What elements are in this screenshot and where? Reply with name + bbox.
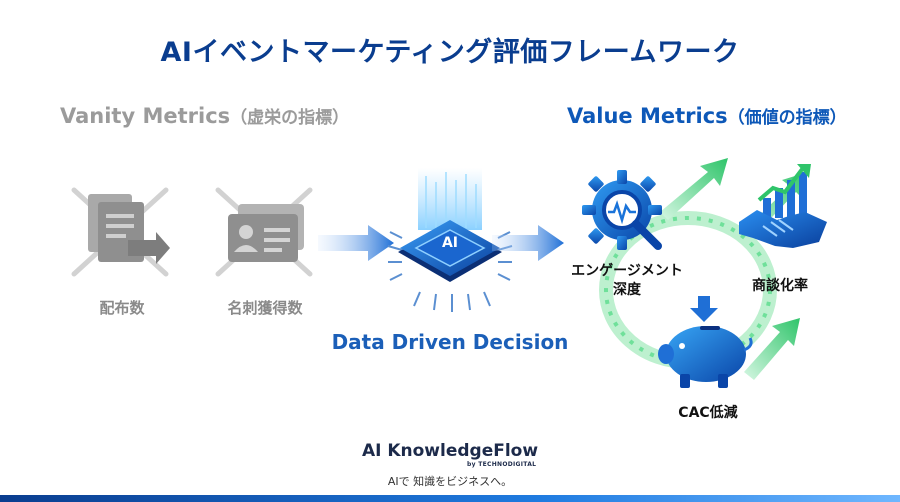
gear-magnifier-icon	[580, 168, 670, 258]
bottom-accent-bar	[0, 495, 900, 502]
brand-by: by TECHNODIGITAL	[467, 461, 537, 468]
ai-chip-icon	[380, 168, 520, 318]
flow-arrow-icon	[318, 223, 398, 263]
flow-arrow-icon	[492, 223, 567, 263]
value-metrics-heading: Value Metrics（価値の指標）	[567, 103, 847, 128]
brand-logo: AI KnowledgeFlow by TECHNODIGITAL	[0, 441, 900, 468]
ai-chip-label: AI	[441, 235, 459, 251]
brand-tagline: AIで 知識をビジネスへ。	[387, 475, 513, 488]
page-title: AIイベントマーケティング評価フレームワーク	[160, 37, 740, 68]
value-heading-sub: （価値の指標）	[727, 108, 847, 128]
vanity-heading-sub: （虚栄の指標）	[230, 108, 350, 128]
brand-name: AI KnowledgeFlow	[361, 441, 539, 461]
vanity-label-business-cards: 名刺獲得数	[227, 299, 303, 317]
handshake-chart-icon	[733, 160, 833, 260]
value-label-deal-rate: 商談化率	[752, 278, 808, 294]
value-label-engagement-line2: 深度	[613, 282, 641, 298]
vanity-label-distribution: 配布数	[99, 299, 145, 317]
value-label-engagement-line1: エンゲージメント	[571, 263, 683, 279]
vanity-heading-main: Vanity Metrics	[60, 104, 231, 128]
value-heading-main: Value Metrics	[567, 104, 728, 128]
piggy-bank-icon	[652, 296, 762, 396]
value-label-cac-reduction: CAC低減	[678, 405, 738, 421]
vanity-metrics-heading: Vanity Metrics（虚栄の指標）	[60, 103, 349, 128]
document-handout-icon	[66, 182, 176, 282]
value-label-engagement: エンゲージメント 深度	[565, 262, 689, 300]
business-card-icon	[210, 182, 320, 282]
data-driven-decision-caption: Data Driven Decision	[331, 330, 569, 354]
